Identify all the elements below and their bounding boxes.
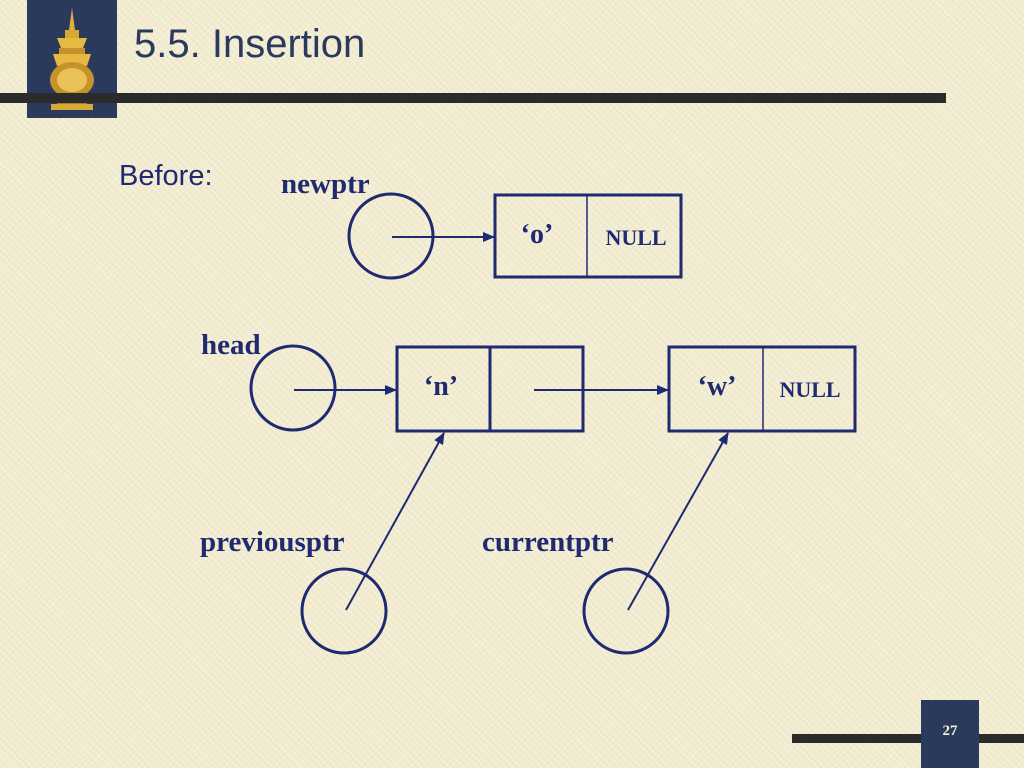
- previousptr-label: previousptr: [200, 526, 345, 558]
- head-label: head: [201, 329, 261, 361]
- page-number: 27: [942, 723, 958, 739]
- node-w-link: NULL: [779, 377, 840, 402]
- new-node-data: ‘o’: [521, 219, 554, 250]
- newptr-label: newptr: [281, 168, 370, 200]
- head-circle: [249, 344, 337, 432]
- new-node-box: [493, 193, 683, 279]
- node-w-data: ‘w’: [698, 371, 737, 402]
- previousptr-arrow: [345, 432, 445, 611]
- slide-title: 5.5. Insertion: [134, 22, 366, 66]
- title-divider: [0, 93, 946, 103]
- currentptr-label: currentptr: [482, 526, 614, 558]
- emblem-icon: [50, 8, 94, 110]
- before-label: Before:: [119, 160, 213, 192]
- previousptr-circle: [300, 567, 388, 655]
- new-node-link: NULL: [605, 225, 666, 250]
- currentptr-arrow: [627, 432, 729, 611]
- currentptr-circle: [582, 567, 670, 655]
- footer-divider: [792, 734, 1024, 743]
- node-w-box: [667, 345, 857, 433]
- node-n-data: ‘n’: [424, 371, 458, 402]
- page-number-box: [921, 700, 979, 768]
